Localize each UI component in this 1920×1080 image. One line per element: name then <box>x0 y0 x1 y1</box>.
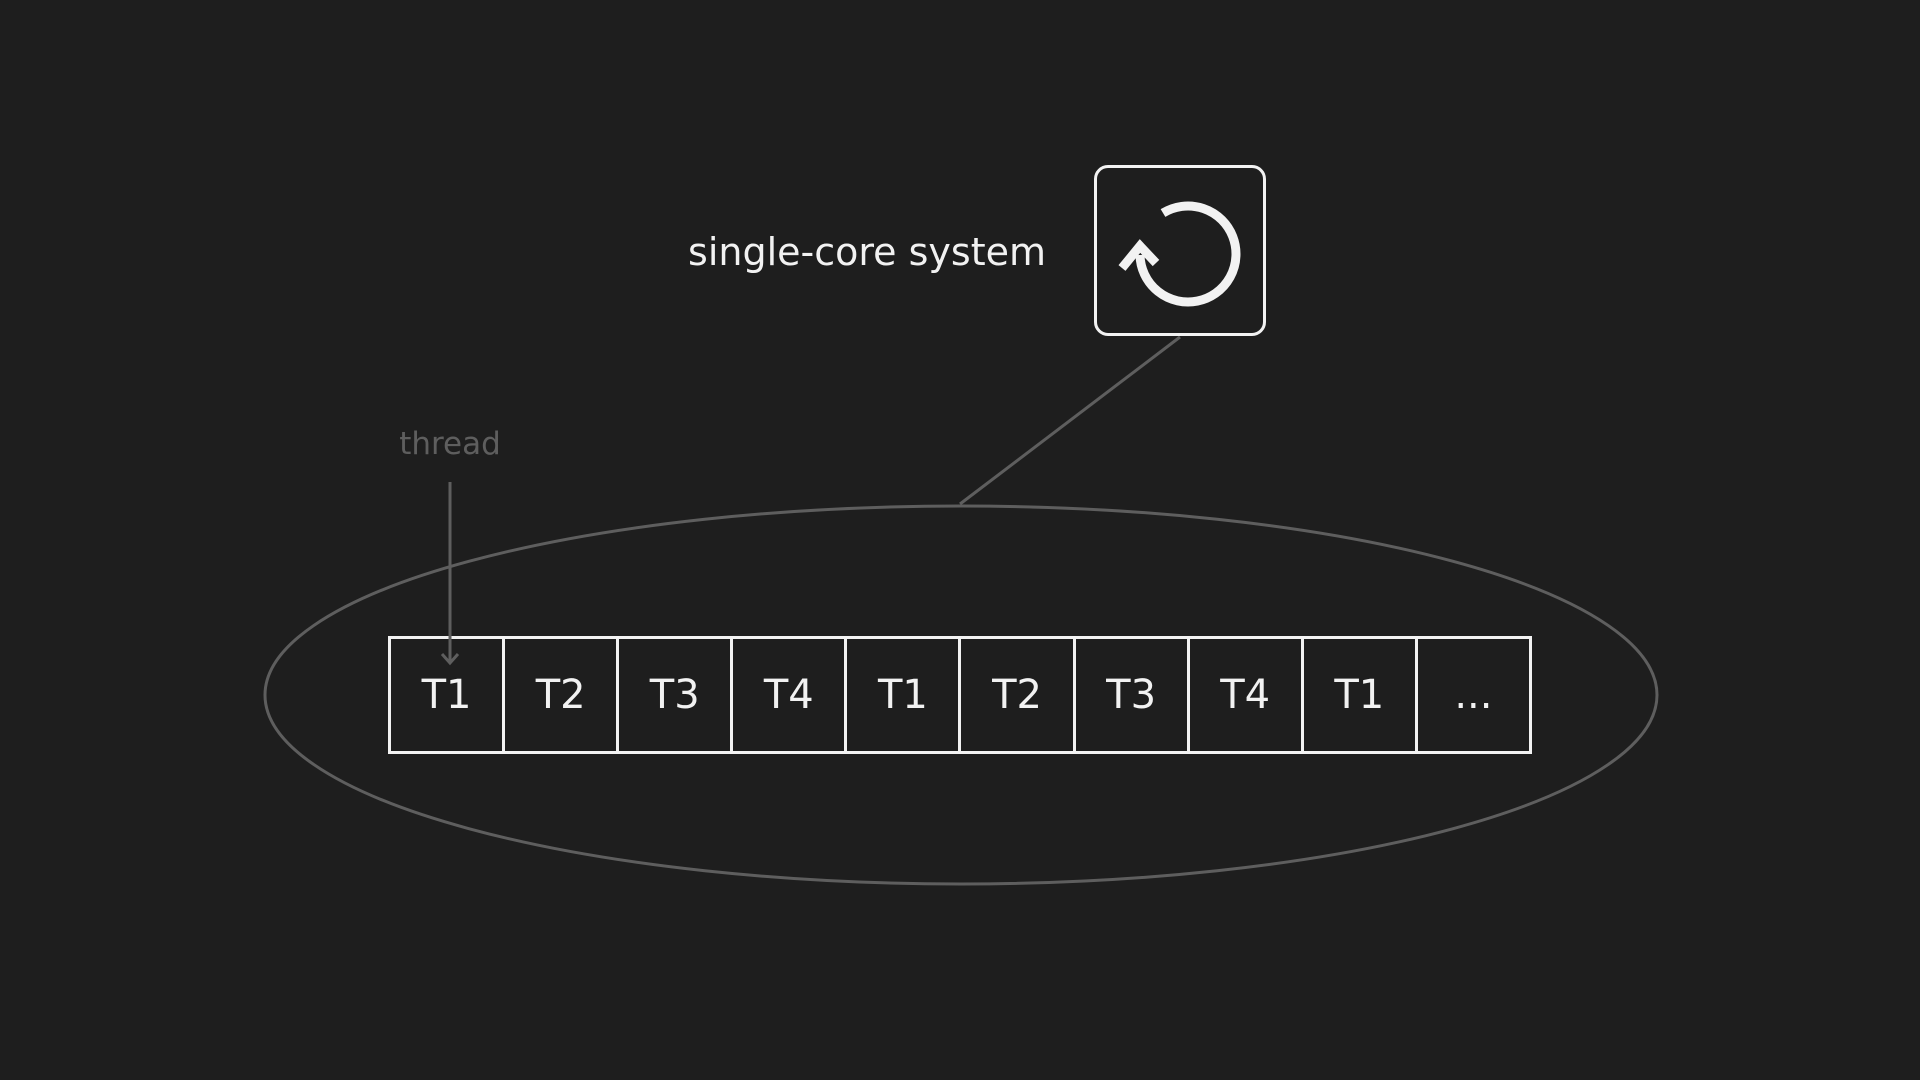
time-slot: T1 <box>391 639 506 751</box>
core-ellipse <box>263 504 1659 886</box>
time-slot: T4 <box>1190 639 1304 751</box>
time-slot: T3 <box>1076 639 1190 751</box>
refresh-icon <box>1118 201 1241 306</box>
system-label: single-core system <box>688 230 1046 274</box>
time-slice-timeline: T1 T2 T3 T4 T1 T2 T3 T4 T1 ... <box>388 636 1532 754</box>
time-slot: T2 <box>505 639 620 751</box>
time-slot: T4 <box>733 639 848 751</box>
system-icon-box <box>1094 165 1266 336</box>
time-slot: T3 <box>619 639 734 751</box>
thread-label: thread <box>399 426 501 462</box>
time-slot: T2 <box>961 639 1076 751</box>
time-slot: ... <box>1454 672 1493 718</box>
connector-line <box>959 335 1181 506</box>
time-slot: T1 <box>847 639 962 751</box>
time-slot: T1 <box>1304 639 1418 751</box>
